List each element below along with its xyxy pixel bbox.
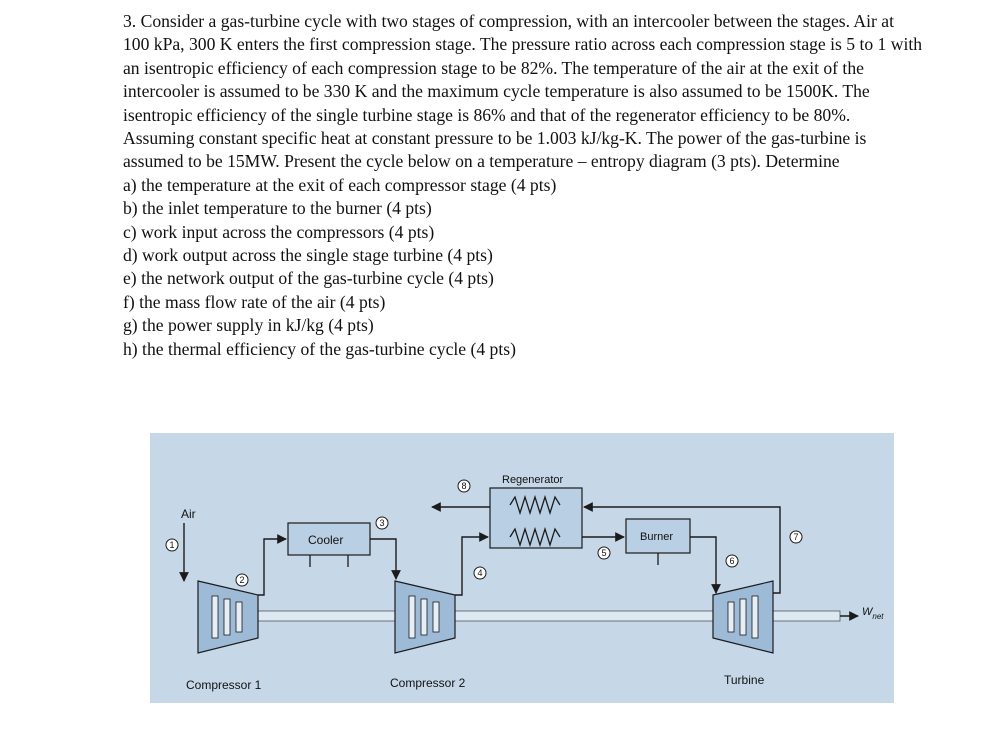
state-7-label: 7 <box>793 532 798 542</box>
problem-paragraph: 3. Consider a gas-turbine cycle with two… <box>123 11 923 172</box>
cycle-schematic: 1 2 3 4 5 6 7 8 Regenerator Cooler Burne… <box>150 433 894 703</box>
wnet-label: Wnet <box>862 606 884 621</box>
compressor-2 <box>394 580 456 654</box>
state-2-label: 2 <box>239 575 244 585</box>
line-burner-to-turbine <box>690 536 721 594</box>
state-2-marker <box>235 573 249 587</box>
question-item-c: c) work input across the compressors (4 … <box>123 221 435 242</box>
state-6-label: 6 <box>729 556 734 566</box>
line-turbine-exhaust <box>583 502 781 594</box>
question-item-f: f) the mass flow rate of the air (4 pts) <box>123 291 386 312</box>
compressor-2-label: Compressor 2 <box>390 676 466 690</box>
question-item-b: b) the inlet temperature to the burner (… <box>123 198 432 219</box>
state-1-marker <box>165 538 179 552</box>
state-5-label: 5 <box>601 548 606 558</box>
line-4-to-regenerator <box>455 532 489 596</box>
gas-turbine-diagram: 1 2 3 4 5 6 7 8 Regenerator Cooler Burne… <box>150 433 894 703</box>
question-item-d: d) work output across the single stage t… <box>123 245 493 266</box>
line-2-to-cooler <box>258 534 287 596</box>
state-3-marker <box>375 516 389 530</box>
question-item-e: e) the network output of the gas-turbine… <box>123 268 494 289</box>
compressor-1-label: Compressor 1 <box>186 678 262 692</box>
state-6-marker <box>725 554 739 568</box>
turbine-label: Turbine <box>724 673 765 687</box>
state-8-marker <box>457 479 471 493</box>
state-7-marker <box>789 530 803 544</box>
problem-statement: 3. Consider a gas-turbine cycle with two… <box>123 10 923 361</box>
turbine <box>712 580 774 654</box>
question-item-g: g) the power supply in kJ/kg (4 pts) <box>123 315 374 336</box>
air-label: Air <box>181 507 196 521</box>
cooler-label: Cooler <box>308 533 343 547</box>
state-3-label: 3 <box>379 518 384 528</box>
burner-label: Burner <box>640 531 673 543</box>
regenerator-label: Regenerator <box>502 474 563 486</box>
state-8-label: 8 <box>461 481 466 491</box>
regenerator-box <box>489 487 583 549</box>
state-markers <box>165 479 803 587</box>
question-item-h: h) the thermal efficiency of the gas-tur… <box>123 338 516 359</box>
regenerator-coil-top <box>509 494 561 516</box>
figure-background <box>150 433 894 703</box>
burner-box <box>625 518 691 554</box>
state-4-label: 4 <box>477 568 482 578</box>
regenerator-coil-bottom <box>509 526 561 548</box>
state-1-label: 1 <box>169 540 174 550</box>
state-5-marker <box>597 546 611 560</box>
cooler-box <box>287 522 371 556</box>
state-4-marker <box>473 566 487 580</box>
line-cooler-to-compressor2 <box>370 538 401 580</box>
compressor-1 <box>197 580 259 654</box>
question-item-a: a) the temperature at the exit of each c… <box>123 174 557 195</box>
